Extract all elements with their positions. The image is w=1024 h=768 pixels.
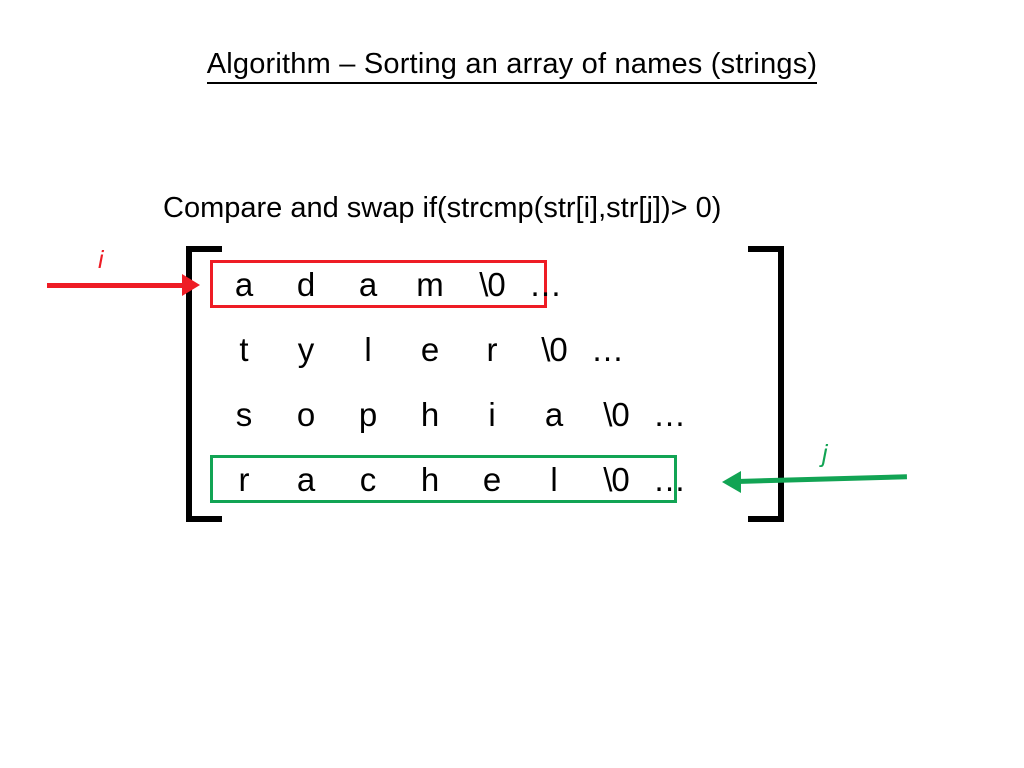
subtitle-compare-swap: Compare and swap if(strcmp(str[i],str[j]… xyxy=(163,192,722,224)
array-cell-null-terminator: \0 xyxy=(479,266,506,303)
array-row: a d a m \0 … xyxy=(213,261,563,309)
bracket-stem xyxy=(778,246,784,522)
bracket-serif-bottom xyxy=(186,516,222,522)
array-cell: a xyxy=(358,266,378,303)
bracket-serif-top xyxy=(748,246,784,252)
array-cell-null-terminator: \0 xyxy=(541,331,568,368)
bracket-stem xyxy=(186,246,192,522)
array-cell: a xyxy=(296,461,316,498)
array-cell: p xyxy=(358,396,378,433)
array-cell: i xyxy=(488,396,496,433)
array-cell: a xyxy=(544,396,564,433)
index-label-j: j xyxy=(822,440,828,468)
array-row-ellipsis: … xyxy=(653,396,687,433)
page-title-text: Algorithm – Sorting an array of names (s… xyxy=(206,48,818,84)
array-cell-null-terminator: \0 xyxy=(603,396,630,433)
array-bracket-left xyxy=(186,246,222,522)
array-cell: a xyxy=(234,266,254,303)
array-row: r a c h e l \0 … xyxy=(213,456,687,504)
array-cell: d xyxy=(296,266,316,303)
array-row: t y l e r \0 … xyxy=(213,326,625,374)
array-cell: o xyxy=(296,396,316,433)
array-cell-null-terminator: \0 xyxy=(603,461,630,498)
array-row: s o p h i a \0 … xyxy=(213,391,687,439)
array-cell: r xyxy=(238,461,250,498)
array-row-ellipsis: … xyxy=(653,461,687,498)
array-cell: h xyxy=(420,396,440,433)
array-cell: m xyxy=(416,266,444,303)
array-cell: l xyxy=(364,331,372,368)
array-cell: r xyxy=(486,331,498,368)
highlight-box-row-rachel xyxy=(210,455,677,503)
array-row-ellipsis: … xyxy=(591,331,625,368)
array-cell: e xyxy=(420,331,440,368)
arrow-i-head-icon xyxy=(182,274,200,296)
array-cell: e xyxy=(482,461,502,498)
bracket-serif-bottom xyxy=(748,516,784,522)
arrow-j-head-icon xyxy=(722,471,741,493)
array-cell: t xyxy=(239,331,249,368)
page-title: Algorithm – Sorting an array of names (s… xyxy=(0,46,1024,84)
array-cell: c xyxy=(359,461,377,498)
array-row-ellipsis: … xyxy=(529,266,563,303)
index-label-i: i xyxy=(98,246,104,274)
array-bracket-right xyxy=(748,246,784,522)
array-cell: l xyxy=(550,461,558,498)
array-cell: h xyxy=(420,461,440,498)
highlight-box-row-adam xyxy=(210,260,547,308)
bracket-serif-top xyxy=(186,246,222,252)
array-cell: y xyxy=(297,331,315,368)
array-cell: s xyxy=(235,396,253,433)
arrow-i-shaft-icon xyxy=(47,283,189,288)
